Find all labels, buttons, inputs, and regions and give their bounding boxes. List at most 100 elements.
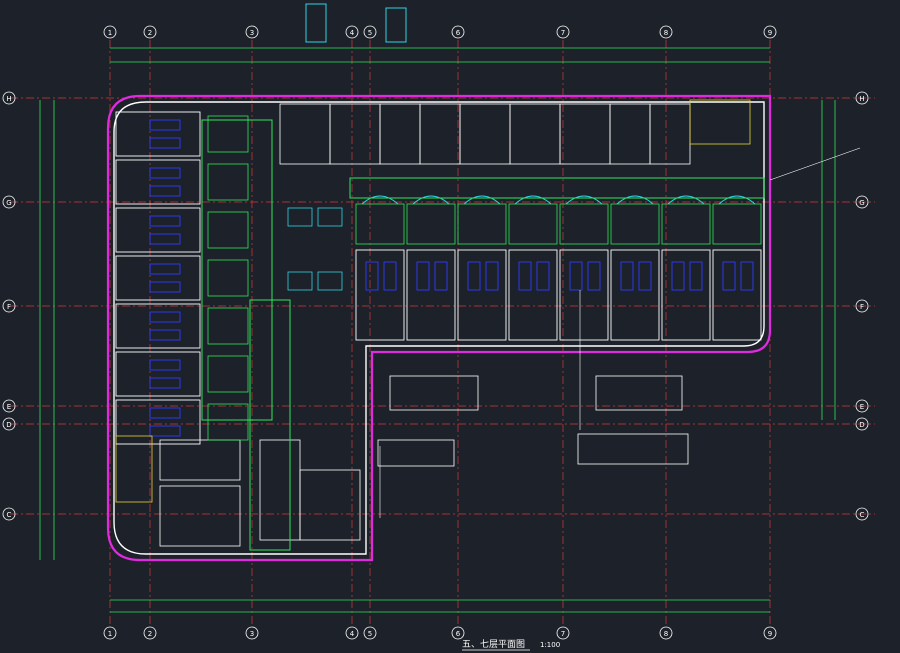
axis-bubble — [855, 299, 869, 313]
sofa — [317, 207, 343, 227]
bed — [149, 359, 181, 371]
balcony-arc — [514, 195, 552, 205]
ward-room — [115, 207, 201, 253]
axis-bubble-label: 1 — [108, 630, 112, 638]
ward-room — [457, 249, 507, 341]
bathroom — [207, 163, 249, 201]
axis-bubble — [659, 626, 673, 640]
top-details — [305, 3, 407, 43]
ward-room — [559, 249, 609, 341]
axis-bubble — [855, 195, 869, 209]
bed — [689, 261, 703, 291]
bed — [149, 119, 181, 131]
axis-bubble — [103, 25, 117, 39]
axis-bubble-label: E — [7, 403, 11, 411]
interior-walls — [159, 103, 691, 547]
bed — [383, 261, 397, 291]
sofa — [287, 207, 313, 227]
bathroom — [207, 115, 249, 153]
axis-bubble-label: 4 — [350, 29, 355, 37]
drawing-title: 五、七层平面图 — [462, 639, 525, 650]
sofa — [317, 271, 343, 291]
axis-bubble-label: 6 — [456, 630, 461, 638]
axis-bubble — [2, 507, 16, 521]
row-axis-lines — [10, 97, 875, 515]
axis-bubble-label: 8 — [664, 29, 668, 37]
bathroom — [508, 203, 558, 245]
axis-bubble — [2, 299, 16, 313]
core-room — [159, 485, 241, 547]
ward-room — [115, 303, 201, 349]
ward-room — [712, 249, 762, 341]
ward-room — [610, 249, 660, 341]
drawing-scale: 1:100 — [540, 641, 560, 649]
axis-bubble-label: 9 — [768, 29, 772, 37]
axis-bubble-label: G — [859, 199, 864, 207]
axis-bubble-label: E — [860, 403, 864, 411]
bathroom — [712, 203, 762, 245]
axis-bubble — [2, 399, 16, 413]
bed — [365, 261, 379, 291]
axis-bubble-label: 1 — [108, 29, 112, 37]
axis-bubble — [143, 626, 157, 640]
axis-bubble-label: 6 — [456, 29, 461, 37]
bed — [536, 261, 550, 291]
bed — [671, 261, 685, 291]
axis-bubble — [363, 626, 377, 640]
bathroom — [207, 355, 249, 393]
ward-room — [115, 399, 201, 445]
axis-bubble-label: 7 — [561, 630, 565, 638]
balcony-arc — [667, 195, 705, 205]
ward-room — [355, 249, 405, 341]
axis-bubble — [855, 507, 869, 521]
bed — [149, 137, 181, 149]
axis-bubble — [763, 25, 777, 39]
bed — [149, 263, 181, 275]
bathroom — [207, 259, 249, 297]
axis-bubble-label: 8 — [664, 630, 668, 638]
dimension-lines — [39, 47, 836, 613]
bed — [149, 425, 181, 437]
axis-bubble — [2, 417, 16, 431]
axis-bubble — [763, 626, 777, 640]
bed — [587, 261, 601, 291]
ward-room — [115, 159, 201, 205]
axis-bubble-label: 9 — [768, 630, 772, 638]
axis-bubble-label: C — [7, 511, 12, 519]
axis-bubble — [2, 195, 16, 209]
axis-bubble-label: 5 — [368, 29, 372, 37]
ward-room — [661, 249, 711, 341]
axis-bubble-label: G — [6, 199, 11, 207]
axis-bubble — [659, 25, 673, 39]
axis-bubble — [556, 626, 570, 640]
axis-bubble — [143, 25, 157, 39]
bed — [149, 329, 181, 341]
axis-bubble — [556, 25, 570, 39]
axis-bubble — [363, 25, 377, 39]
axis-bubble — [2, 91, 16, 105]
bathroom — [610, 203, 660, 245]
ward-room — [115, 351, 201, 397]
sofa — [287, 271, 313, 291]
balcony-arc — [412, 195, 450, 205]
bed — [485, 261, 499, 291]
axis-bubble-label: C — [860, 511, 865, 519]
bed — [620, 261, 634, 291]
stair-west — [115, 435, 153, 503]
bed — [740, 261, 754, 291]
bathroom — [355, 203, 405, 245]
bed — [149, 311, 181, 323]
ward-room — [115, 111, 201, 157]
axis-bubble — [451, 25, 465, 39]
balcony-arc — [361, 195, 399, 205]
axis-bubble-label: D — [6, 421, 11, 429]
axis-bubble-label: H — [859, 95, 864, 103]
axis-bubble — [855, 91, 869, 105]
bed — [467, 261, 481, 291]
bed — [149, 377, 181, 389]
axis-bubble — [245, 626, 259, 640]
axis-bubble-label: 2 — [148, 630, 152, 638]
axis-bubble — [103, 626, 117, 640]
